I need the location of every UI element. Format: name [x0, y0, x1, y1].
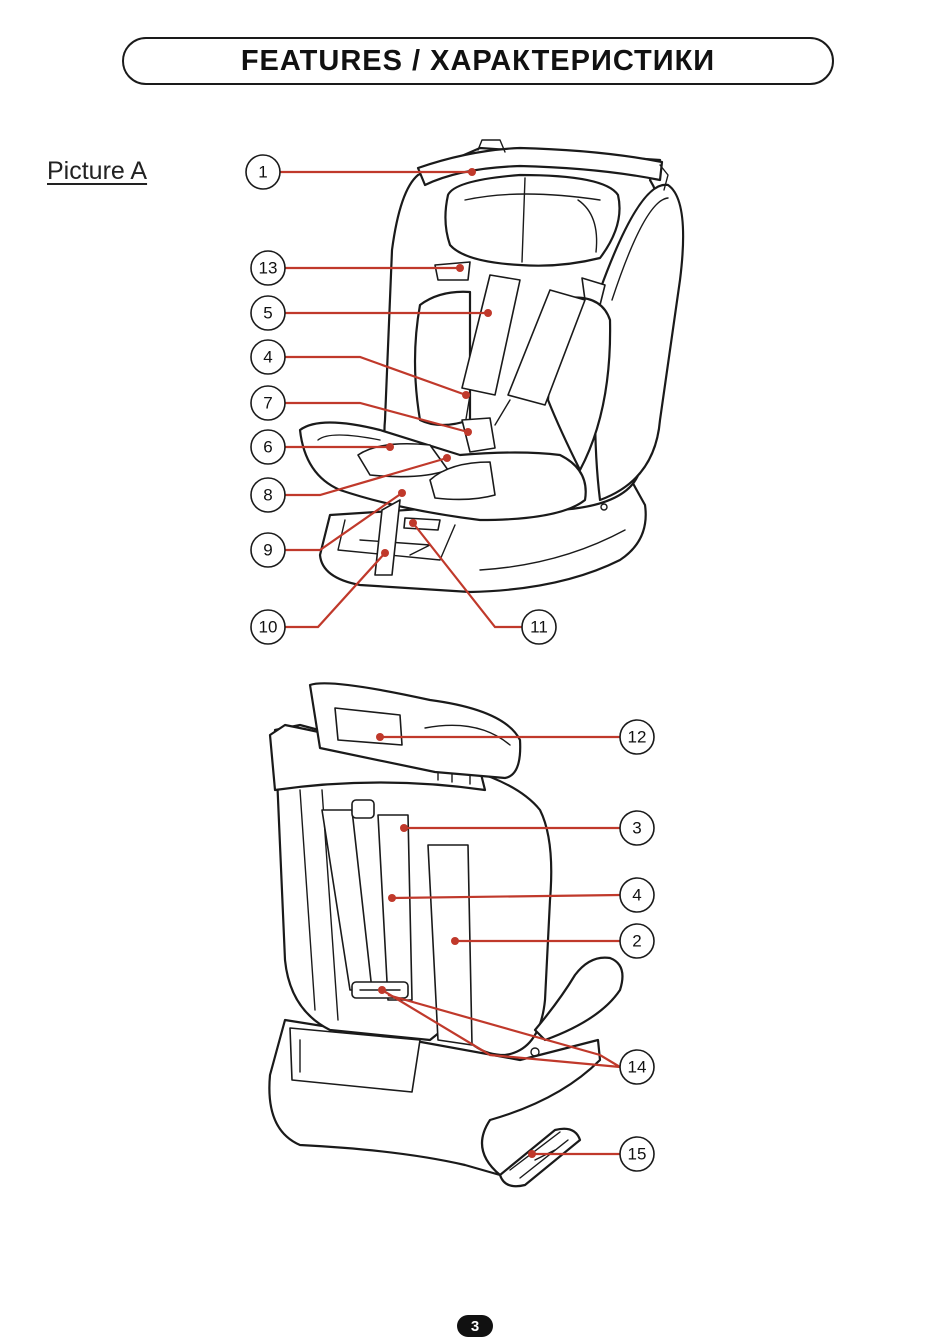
callout-6-label: 6	[263, 438, 272, 457]
callout-13: 13	[251, 251, 285, 285]
car-seat-back-illustration	[269, 683, 622, 1175]
callout-15: 15	[620, 1137, 654, 1171]
callout-8: 8	[251, 478, 285, 512]
callout-4-back: 4	[620, 878, 654, 912]
callout-7: 7	[251, 386, 285, 420]
callout-9: 9	[251, 533, 285, 567]
callout-10-label: 10	[259, 618, 278, 637]
callout-5: 5	[251, 296, 285, 330]
callout-15-label: 15	[628, 1145, 647, 1164]
isofix-guide-illustration	[500, 1129, 580, 1187]
callout-14-label: 14	[628, 1058, 647, 1077]
callout-14: 14	[620, 1050, 654, 1084]
callout-12-label: 12	[628, 728, 647, 747]
callout-7-label: 7	[263, 394, 272, 413]
callout-6: 6	[251, 430, 285, 464]
callout-3-label: 3	[632, 819, 641, 838]
callout-4-front: 4	[251, 340, 285, 374]
callout-1-label: 1	[258, 163, 267, 182]
callout-4-back-label: 4	[632, 886, 641, 905]
callout-11-label: 11	[530, 618, 548, 637]
callout-1: 1	[246, 155, 280, 189]
callout-11: 11	[522, 610, 556, 644]
callout-2: 2	[620, 924, 654, 958]
callout-2-label: 2	[632, 932, 641, 951]
callout-9-label: 9	[263, 541, 272, 560]
callout-5-label: 5	[263, 304, 272, 323]
callout-4-front-label: 4	[263, 348, 272, 367]
page-number: 3	[457, 1315, 493, 1337]
callout-3: 3	[620, 811, 654, 845]
callout-12: 12	[620, 720, 654, 754]
callout-10: 10	[251, 610, 285, 644]
callout-13-label: 13	[259, 259, 278, 278]
callout-8-label: 8	[263, 486, 272, 505]
